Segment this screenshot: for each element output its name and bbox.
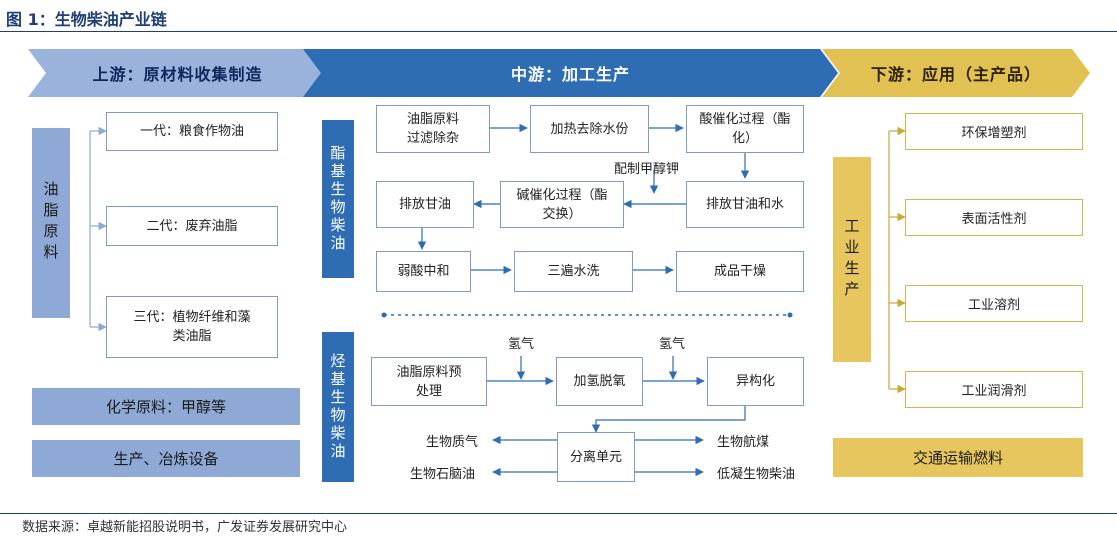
downstream-banner: 下游：应用（主产品）	[870, 65, 1041, 84]
title-rule	[0, 31, 1117, 32]
ester-biodiesel-label: 酯基生物柴油	[322, 120, 354, 278]
bio-naphtha-label: 生物石脑油	[410, 467, 476, 482]
gen1-box: 一代：粮食作物油	[106, 112, 278, 151]
ester-biodiesel-text: 酯基生物柴油	[328, 145, 347, 253]
midstream-banner: 中游：加工生产	[510, 65, 630, 84]
bio-jet-fuel-label: 生物航煤	[717, 435, 770, 450]
source-rule	[0, 513, 1117, 514]
downstream-item-solvent: 工业溶剂	[905, 285, 1083, 322]
downstream-item-plasticizer: 环保增塑剂	[905, 113, 1083, 150]
methanol-potassium-label: 配制甲醇钾	[614, 162, 680, 177]
transport-fuel-bar: 交通运输燃料	[833, 438, 1083, 477]
low-pour-biodiesel-label: 低凝生物柴油	[717, 467, 796, 482]
drain-glycerol-water-box: 排放甘油和水	[686, 181, 804, 228]
data-source: 数据来源：卓越新能招股说明书，广发证券发展研究中心	[22, 520, 348, 535]
acid-catalysis-box: 酸催化过程（酯化）	[686, 105, 804, 153]
chemical-material-bar: 化学原料：甲醇等	[32, 388, 300, 425]
downstream-item-lubricant: 工业润滑剂	[905, 371, 1083, 408]
midstream-chevron	[303, 49, 838, 97]
gen2-box: 二代：废弃油脂	[106, 206, 278, 246]
hydro-raw-pretreat-box: 油脂原料预处理	[371, 357, 487, 406]
hydro-biodiesel-label: 烃基生物柴油	[322, 332, 354, 482]
upstream-banner: 上游：原材料收集制造	[92, 65, 263, 84]
hydro-biodiesel-text: 烃基生物柴油	[328, 353, 347, 461]
ester-raw-filter-box: 油脂原料过滤除杂	[376, 105, 490, 153]
base-catalysis-box: 碱催化过程（酯交换）	[500, 181, 624, 228]
gen3-box: 三代：植物纤维和藻类油脂	[106, 296, 278, 358]
separation-unit-box: 分离单元	[557, 432, 635, 482]
oil-raw-material-bar: 油脂原料	[32, 128, 70, 318]
figure-title: 图 1：生物柴油产业链	[6, 10, 167, 29]
triple-wash-box: 三遍水洗	[514, 251, 633, 292]
downstream-chevron	[822, 49, 1090, 97]
ester-heat-dewater-box: 加热去除水份	[530, 105, 649, 153]
drain-glycerol-box: 排放甘油	[376, 181, 474, 228]
weak-acid-neutral-box: 弱酸中和	[376, 251, 471, 292]
hydrogen-label-1: 氢气	[508, 337, 535, 352]
hydrogen-label-2: 氢气	[659, 337, 686, 352]
biomass-gas-label: 生物质气	[426, 435, 479, 450]
isomerization-box: 异构化	[707, 357, 804, 406]
hydro-deoxy-box: 加氢脱氧	[556, 357, 643, 406]
equipment-bar: 生产、冶炼设备	[32, 440, 300, 477]
industrial-production-bar: 工业生产	[833, 157, 871, 362]
upstream-chevron	[28, 49, 323, 97]
downstream-item-surfactant: 表面活性剂	[905, 199, 1083, 236]
product-dry-box: 成品干燥	[676, 251, 804, 292]
